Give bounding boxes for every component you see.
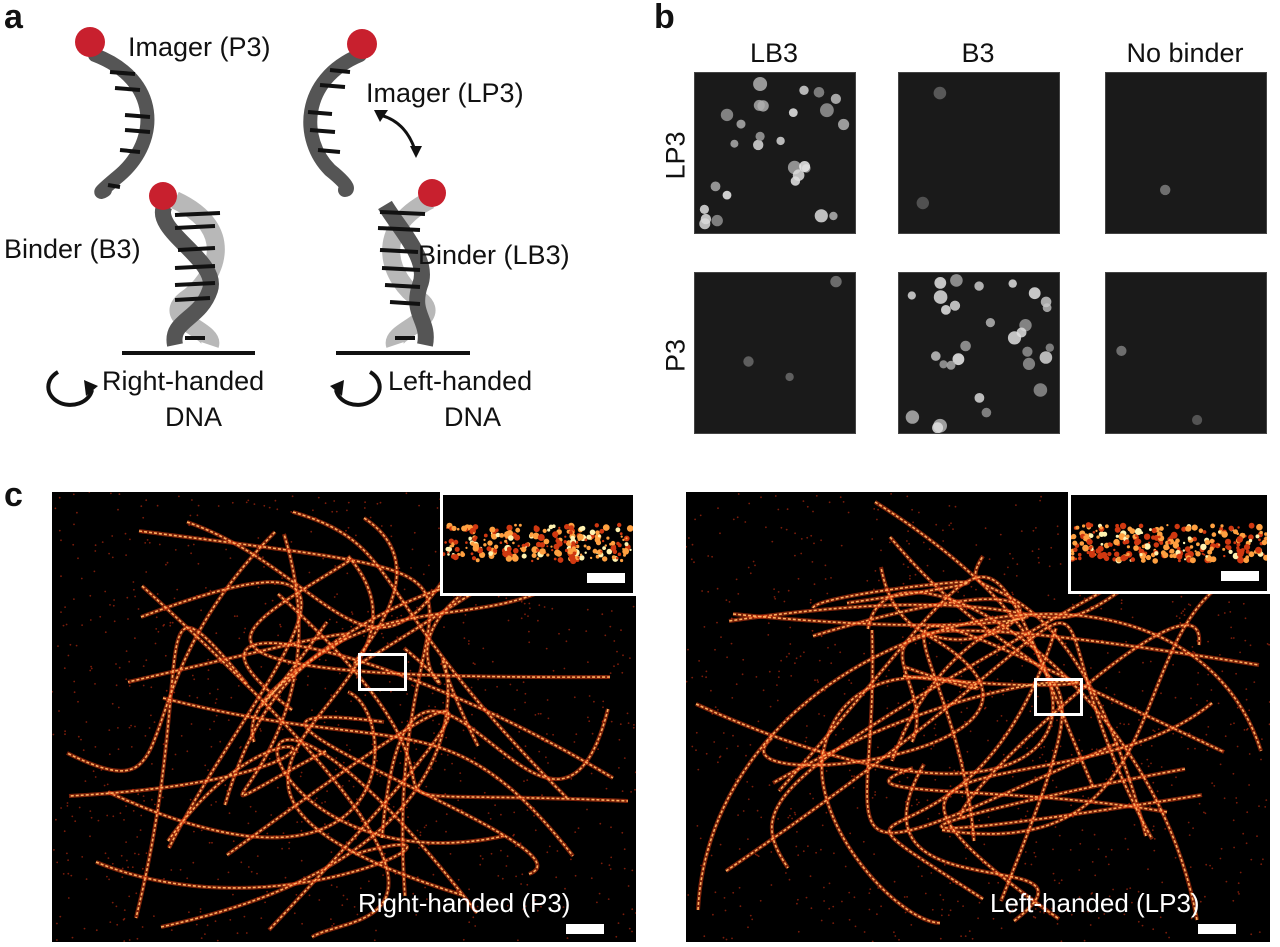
inset-scalebar	[587, 573, 625, 583]
dye-lb3	[418, 179, 446, 207]
tile-p3-no-binder	[1105, 272, 1267, 434]
caption-right-handed: Right-handed (P3)	[358, 888, 571, 918]
rotation-arrow-left-handed	[330, 370, 382, 407]
row-header-p3: P3	[660, 338, 691, 373]
tile-spots	[699, 77, 850, 230]
label-left-handed: Left-handed	[388, 366, 533, 396]
label-left-handed-dna: DNA	[444, 402, 502, 432]
filament-image	[52, 492, 636, 942]
imager-lp3-strand	[303, 48, 367, 197]
micrograph-right-handed: Right-handed (P3)	[52, 492, 636, 942]
caption-left-handed: Left-handed (LP3)	[990, 888, 1200, 918]
tile-p3-b3	[898, 272, 1060, 434]
duplex-left-handed	[377, 191, 436, 348]
label-binder-lb3: Binder (LB3)	[418, 240, 570, 270]
inset-filament	[1071, 522, 1267, 564]
tile-lp3-b3	[898, 72, 1060, 234]
zoom-inset	[440, 492, 636, 596]
zoom-region-box	[358, 653, 407, 691]
label-right-handed-dna: DNA	[165, 402, 223, 432]
dye-lp3	[347, 29, 377, 59]
micrograph-left-handed: Left-handed (LP3)	[686, 492, 1270, 942]
tile-spots	[743, 275, 842, 382]
dna-schematic	[46, 27, 470, 407]
duplex-right-handed	[154, 191, 225, 348]
column-header-b3: B3	[961, 38, 995, 68]
scalebar	[566, 924, 604, 934]
column-header-lb3: LB3	[749, 38, 799, 68]
label-right-handed: Right-handed	[102, 366, 265, 396]
panel-label-c: c	[4, 476, 23, 514]
zoom-region-box	[1034, 678, 1083, 716]
panel-label-b: b	[654, 0, 675, 36]
tile-spots	[905, 274, 1054, 433]
tile-lp3-lb3	[694, 72, 856, 234]
imager-p3-strand	[88, 48, 155, 199]
panel-label-a: a	[4, 0, 23, 36]
filament-image	[686, 492, 1270, 942]
tile-spots	[916, 86, 947, 210]
exchange-arrow	[379, 113, 417, 151]
row-header-lp3: LP3	[660, 131, 691, 180]
tile-p3-lb3	[694, 272, 856, 434]
column-header-no-binder: No binder	[1126, 38, 1244, 68]
tile-spots	[1116, 345, 1203, 426]
tile-lp3-no-binder	[1105, 72, 1267, 234]
scalebar	[1198, 924, 1236, 934]
tile-spots	[1160, 184, 1171, 196]
label-imager-p3: Imager (P3)	[128, 32, 271, 62]
inset-filament	[443, 522, 633, 565]
inset-scalebar	[1221, 571, 1259, 581]
label-binder-b3: Binder (B3)	[4, 234, 141, 264]
dye-p3	[75, 27, 105, 57]
dye-b3	[149, 182, 177, 210]
zoom-inset	[1068, 492, 1270, 594]
rotation-arrow-right-handed	[46, 370, 98, 407]
label-imager-lp3: Imager (LP3)	[366, 78, 524, 108]
